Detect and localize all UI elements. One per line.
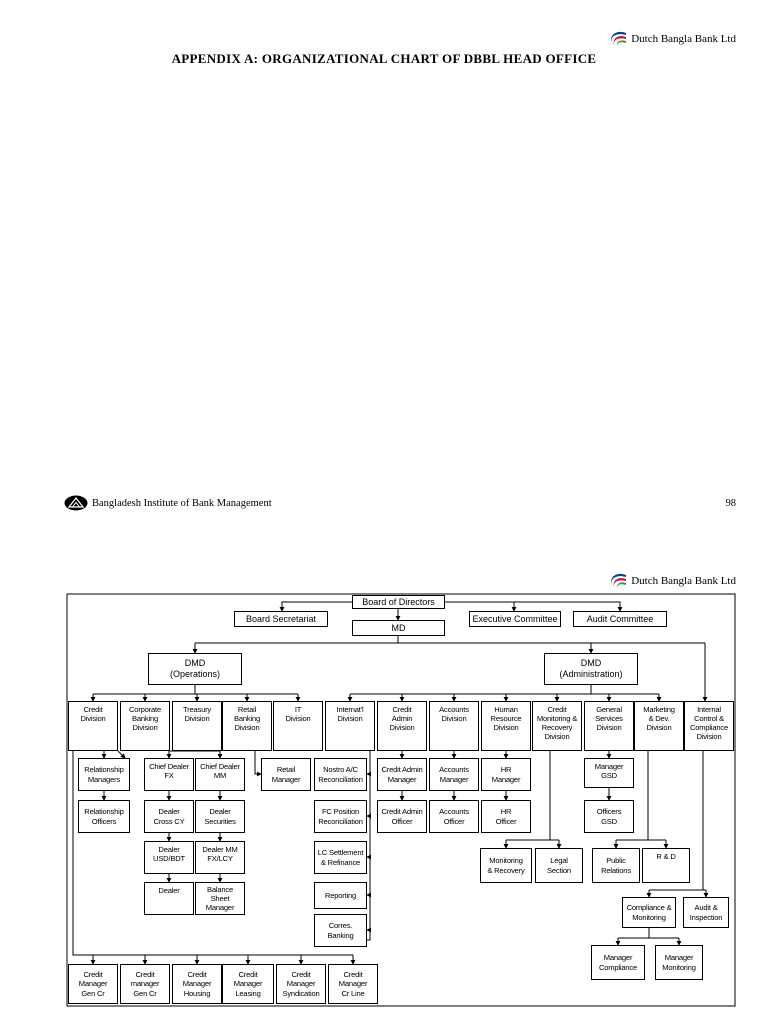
org-box-board-of-directors: Board of Directors	[352, 595, 445, 609]
institute-name: Bangladesh Institute of Bank Management	[92, 497, 272, 509]
org-box-internal-control-division: Internal Control & Compliance Division	[684, 701, 734, 751]
org-box-intl-division: Internat'l Division	[325, 701, 375, 751]
org-box-relationship-managers: Relationship Managers	[78, 758, 130, 791]
org-box-relationship-officers: Relationship Officers	[78, 800, 130, 833]
org-box-manager-monitoring: Manager Monitoring	[655, 945, 703, 980]
org-box-lc-settlement: LC Settlement & Refinance	[314, 841, 367, 874]
org-box-legal-section: Legal Section	[535, 848, 583, 883]
org-box-credit-admin-manager: Credit Admin Manager	[377, 758, 427, 791]
org-box-reporting: Reporting	[314, 882, 367, 909]
org-box-treasury-division: Treasury Division	[172, 701, 222, 751]
org-box-cm-gen-cr: Credit Manager Gen Cr	[68, 964, 118, 1004]
dbbl-logo-icon	[611, 573, 627, 588]
org-box-accounts-manager: Accounts Manager	[429, 758, 479, 791]
org-box-dealer: Dealer	[144, 882, 194, 915]
connector-line	[72, 751, 353, 956]
org-box-executive-committee: Executive Committee	[469, 611, 561, 627]
org-box-balance-sheet-manager: Balance Sheet Manager	[195, 882, 245, 915]
org-box-corporate-banking-division: Corporate Banking Division	[120, 701, 170, 751]
connector-line	[166, 750, 197, 759]
org-box-marketing-division: Marketing & Dev. Division	[634, 701, 684, 751]
org-box-cm-cr-line: Credit Manager Cr Line	[328, 964, 378, 1004]
connector-line	[254, 751, 262, 777]
org-box-general-services-division: General Services Division	[584, 701, 634, 751]
org-box-retail-banking-division: Retail Banking Division	[222, 701, 272, 751]
org-box-hr-division: Human Resource Division	[481, 701, 531, 751]
org-box-cm-housing: Credit Manager Housing	[172, 964, 222, 1004]
bank-name: Dutch Bangla Bank Ltd	[631, 575, 736, 587]
org-box-r-and-d: R & D	[642, 848, 690, 883]
org-box-credit-admin-officer: Credit Admin Officer	[377, 800, 427, 833]
org-box-manager-compliance: Manager Compliance	[591, 945, 645, 980]
org-box-fc-position-reconciliation: FC Position Reconciliation	[314, 800, 367, 833]
org-box-cm-leasing: Credit Manager Leasing	[222, 964, 274, 1004]
org-box-audit-inspection: Audit & Inspection	[683, 897, 729, 928]
org-box-audit-committee: Audit Committee	[573, 611, 667, 627]
org-box-board-secretariat: Board Secretariat	[234, 611, 328, 627]
connector-line	[197, 750, 223, 759]
org-box-compliance-monitoring: Compliance & Monitoring	[622, 897, 676, 928]
org-box-cm-gen-cr-2: Credit manager Gen Cr	[120, 964, 170, 1004]
org-box-corres-banking: Corres. Banking	[314, 914, 367, 947]
page-title: APPENDIX A: ORGANIZATIONAL CHART OF DBBL…	[171, 51, 597, 66]
connector-line	[279, 601, 352, 612]
org-box-hr-manager: HR Manager	[481, 758, 531, 791]
org-box-retail-manager: Retail Manager	[261, 758, 311, 791]
chart-frame	[66, 593, 736, 1007]
org-box-credit-admin-division: Credit Admin Division	[377, 701, 427, 751]
bank-name: Dutch Bangla Bank Ltd	[631, 33, 736, 45]
org-box-chief-dealer-mm: Chief Dealer MM	[195, 758, 245, 791]
page-number: 98	[725, 497, 737, 509]
org-box-dmd-administration: DMD (Administration)	[544, 653, 638, 685]
org-box-hr-officer: HR Officer	[481, 800, 531, 833]
institute-footer: Bangladesh Institute of Bank Management	[64, 495, 272, 511]
org-box-cm-syndication: Credit Manager Syndication	[276, 964, 326, 1004]
org-box-dealer-securities: Dealer Securities	[195, 800, 245, 833]
org-box-dmd-operations: DMD (Operations)	[148, 653, 242, 685]
connector-line	[117, 750, 126, 759]
org-box-accounts-division: Accounts Division	[429, 701, 479, 751]
org-box-public-relations: Public Relations	[592, 848, 640, 883]
org-box-dealer-usd-bdt: Dealer USD/BDT	[144, 841, 194, 874]
org-box-dealer-cross-cy: Dealer Cross CY	[144, 800, 194, 833]
page-footer: Bangladesh Institute of Bank Management …	[64, 495, 736, 511]
org-box-accounts-officer: Accounts Officer	[429, 800, 479, 833]
page1-bank-header: Dutch Bangla Bank Ltd	[606, 30, 736, 48]
connector-line	[445, 601, 623, 612]
org-box-chief-dealer-fx: Chief Dealer FX	[144, 758, 194, 791]
org-box-credit-monitoring-division: Credit Monitoring & Recovery Division	[532, 701, 582, 751]
org-box-officers-gsd: Officers GSD	[584, 800, 634, 833]
org-box-nostro-reconciliation: Nostro A/C Reconciliation	[314, 758, 367, 791]
org-box-credit-division: Credit Division	[68, 701, 118, 751]
org-box-md: MD	[352, 620, 445, 636]
org-box-monitoring-recovery: Monitoring & Recovery	[480, 848, 532, 883]
connector-line	[367, 751, 371, 941]
dbbl-logo-icon	[611, 31, 627, 46]
page2-bank-header: Dutch Bangla Bank Ltd	[606, 572, 736, 590]
bibm-logo-icon	[64, 495, 88, 511]
org-box-it-division: IT Division	[273, 701, 323, 751]
org-box-manager-gsd: Manager GSD	[584, 758, 634, 788]
org-box-dealer-mm-fx-lcy: Dealer MM FX/LCY	[195, 841, 245, 874]
